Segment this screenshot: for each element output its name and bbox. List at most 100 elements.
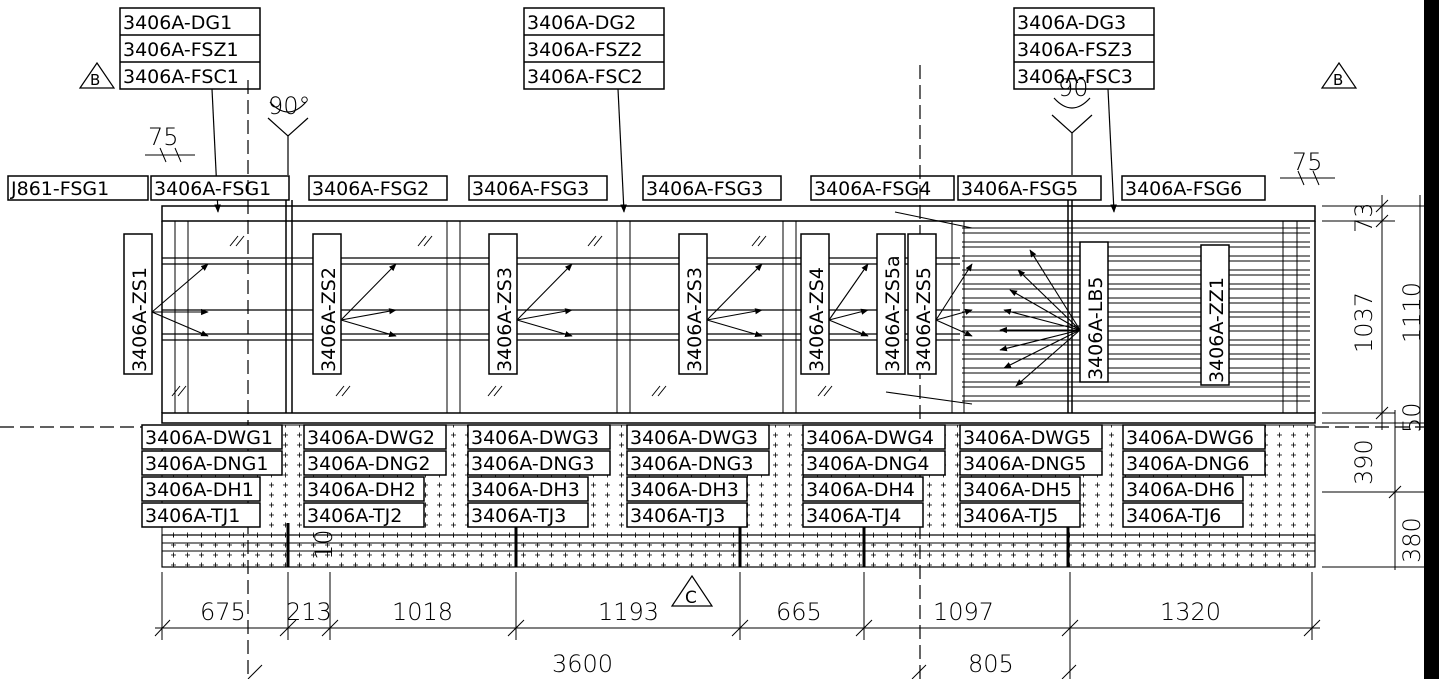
svg-text:3406A-LB5: 3406A-LB5 <box>1085 277 1107 381</box>
tag-dng: 3406A-DNG6 <box>1126 453 1249 475</box>
tag-fsc2: 3406A-FSC2 <box>527 66 643 88</box>
dim-1018: 1018 <box>392 598 453 626</box>
dim-213: 213 <box>286 598 332 626</box>
vertical-tag-zs2: 3406A-ZS2 <box>312 233 342 375</box>
dim-675: 675 <box>200 598 246 626</box>
dim-1037: 1037 <box>1350 292 1378 353</box>
tag-dh: 3406A-DH4 <box>806 479 915 501</box>
svg-text:3406A-ZS5a: 3406A-ZS5a <box>882 255 904 372</box>
tag-dh: 3406A-DH3 <box>471 479 580 501</box>
svg-text:3406A-ZS2: 3406A-ZS2 <box>318 267 340 372</box>
dim-75-right: 75 <box>1292 148 1323 176</box>
tag-dg1: 3406A-DG1 <box>123 12 232 34</box>
tag-dwg: 3406A-DWG6 <box>1126 427 1254 449</box>
louvre-slats <box>962 227 1310 402</box>
fsg-label: 3406A-FSG6 <box>1125 178 1242 200</box>
tag-dng: 3406A-DNG4 <box>806 453 929 475</box>
tag-fsc3: 3406A-FSC3 <box>1017 66 1133 88</box>
tag-tj: 3406A-TJ5 <box>963 505 1058 527</box>
vertical-tag-zz1: 3406A-ZZ1 <box>1200 244 1230 386</box>
vertical-tag-lb5: 3406A-LB5 <box>1079 241 1109 383</box>
bottom-tag-group: 3406A-DWG5 3406A-DNG5 3406A-DH5 3406A-TJ5 <box>959 424 1103 528</box>
base-posts <box>286 523 1070 567</box>
dim-50: 50 <box>1398 402 1426 433</box>
dim-1193: 1193 <box>598 598 659 626</box>
bottom-tag-groups: 3406A-DWG13406A-DNG13406A-DH13406A-TJ134… <box>141 424 1266 528</box>
right-dim-lines <box>1322 195 1424 570</box>
fsg-label: J861-FSG1 <box>10 178 109 200</box>
tag-fsz3: 3406A-FSZ3 <box>1017 39 1133 61</box>
svg-text:B: B <box>1333 71 1343 89</box>
tag-dh: 3406A-DH6 <box>1126 479 1235 501</box>
fsg-label: 3406A-FSG2 <box>312 178 429 200</box>
tag-dwg: 3406A-DWG5 <box>963 427 1091 449</box>
fsg-label: 3406A-FSG3 <box>646 178 763 200</box>
tag-dh: 3406A-DH3 <box>630 479 739 501</box>
tag-dwg: 3406A-DWG3 <box>630 427 758 449</box>
fsg-row: J861-FSG1 3406A-FSG1 3406A-FSG2 3406A-FS… <box>7 175 1266 201</box>
tag-dg2: 3406A-DG2 <box>527 12 636 34</box>
bottom-tag-group: 3406A-DWG6 3406A-DNG6 3406A-DH6 3406A-TJ6 <box>1122 424 1266 528</box>
svg-text:3406A-ZS1: 3406A-ZS1 <box>129 267 151 372</box>
tag-stack-right: 3406A-DG3 3406A-FSZ3 3406A-FSC3 <box>1013 7 1155 90</box>
bottom-tag-group: 3406A-DWG2 3406A-DNG2 3406A-DH2 3406A-TJ2 <box>303 424 447 528</box>
bottom-dim-lines <box>154 572 1321 679</box>
tag-tj: 3406A-TJ3 <box>471 505 566 527</box>
partial-dim-text: 10 <box>310 529 338 560</box>
vertical-tag-zs1: 3406A-ZS1 <box>123 233 153 375</box>
tag-dh: 3406A-DH5 <box>963 479 1072 501</box>
fsg-label: 3406A-FSG5 <box>961 178 1078 200</box>
vertical-tag-zs4: 3406A-ZS4 <box>800 233 830 375</box>
tag-tj: 3406A-TJ2 <box>307 505 402 527</box>
glass-hatch <box>171 235 833 397</box>
tag-dh: 3406A-DH1 <box>145 479 254 501</box>
section-mark-b-right: B <box>1320 61 1358 89</box>
dim-75-left: 75 <box>148 123 179 151</box>
tag-arrows <box>151 211 1081 405</box>
dim-805: 805 <box>968 650 1014 678</box>
dim-380: 380 <box>1398 517 1426 563</box>
dim-1097: 1097 <box>933 598 994 626</box>
tag-tj: 3406A-TJ4 <box>806 505 901 527</box>
tag-dng: 3406A-DNG3 <box>630 453 753 475</box>
dim-1320: 1320 <box>1160 598 1221 626</box>
angle-label-left: 90° <box>268 92 311 120</box>
bottom-tag-group: 3406A-DWG4 3406A-DNG4 3406A-DH4 3406A-TJ4 <box>802 424 946 528</box>
fsg-label: 3406A-FSG1 <box>154 178 271 200</box>
tag-dng: 3406A-DNG2 <box>307 453 430 475</box>
svg-text:3406A-ZS3: 3406A-ZS3 <box>494 267 516 372</box>
tag-fsc1: 3406A-FSC1 <box>123 66 239 88</box>
vertical-tag-zs5a: 3406A-ZS5a <box>876 233 906 375</box>
vertical-tag-zs3-b: 3406A-ZS3 <box>678 233 708 375</box>
tag-dwg: 3406A-DWG2 <box>307 427 435 449</box>
tag-dng: 3406A-DNG5 <box>963 453 1086 475</box>
tag-dh: 3406A-DH2 <box>307 479 416 501</box>
tag-dng: 3406A-DNG1 <box>145 453 268 475</box>
section-mark-b-left: B <box>78 61 116 89</box>
svg-text:3406A-ZZ1: 3406A-ZZ1 <box>1206 277 1228 383</box>
fsg-label: 3406A-FSG3 <box>472 178 589 200</box>
svg-text:3406A-ZS3: 3406A-ZS3 <box>684 267 706 372</box>
svg-text:3406A-ZS4: 3406A-ZS4 <box>806 267 828 372</box>
sheet-border <box>1424 0 1439 679</box>
tag-fsz2: 3406A-FSZ2 <box>527 39 643 61</box>
dim-665: 665 <box>776 598 822 626</box>
tag-dg3: 3406A-DG3 <box>1017 12 1126 34</box>
vertical-tag-zs5: 3406A-ZS5 <box>907 233 937 375</box>
tag-stack-center: 3406A-DG2 3406A-FSZ2 3406A-FSC2 <box>523 7 665 90</box>
fsg-label: 3406A-FSG4 <box>814 178 931 200</box>
svg-text:C: C <box>685 588 697 608</box>
section-mark-c: C <box>670 574 714 608</box>
vertical-tag-zs3: 3406A-ZS3 <box>488 233 518 375</box>
tag-tj: 3406A-TJ6 <box>1126 505 1221 527</box>
angle-label-right: 90 <box>1058 74 1089 102</box>
svg-text:B: B <box>90 71 100 89</box>
tag-dwg: 3406A-DWG4 <box>806 427 934 449</box>
tag-fsz1: 3406A-FSZ1 <box>123 39 239 61</box>
angle-mark-left <box>267 101 309 175</box>
dim-73: 73 <box>1350 202 1378 233</box>
